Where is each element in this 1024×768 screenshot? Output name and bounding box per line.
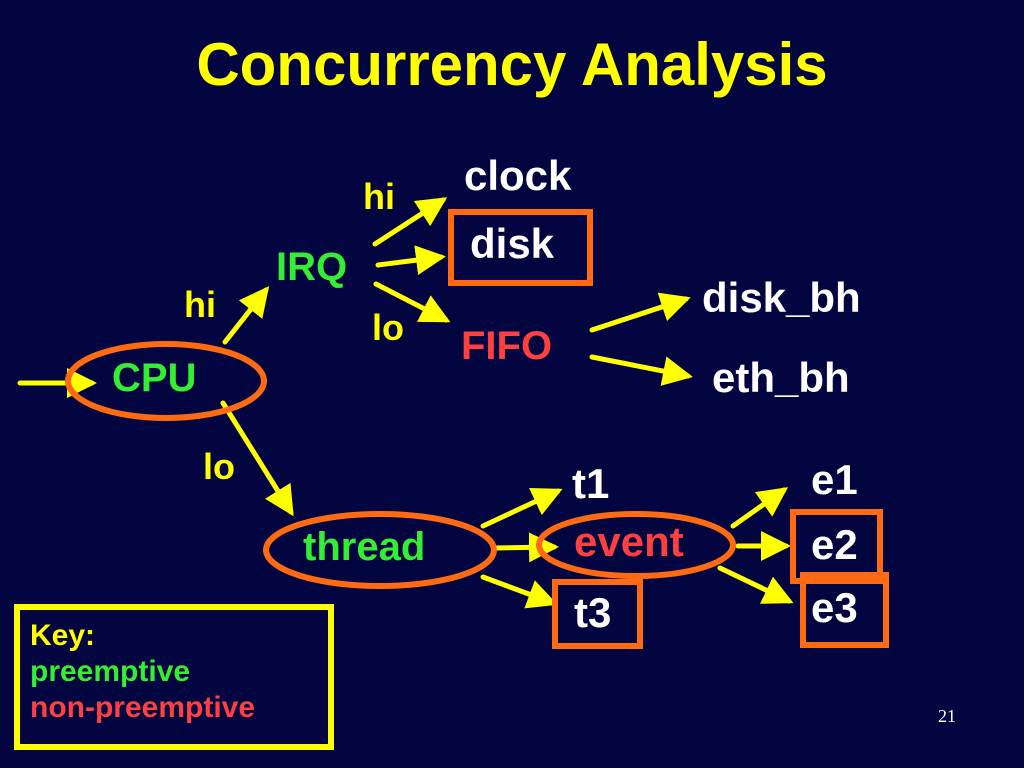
page-number: 21 bbox=[938, 706, 956, 726]
key-heading: Key: bbox=[30, 619, 96, 652]
edge-thread-t1 bbox=[480, 487, 563, 529]
node-disk-bh: disk_bh bbox=[702, 274, 861, 321]
e2-box bbox=[790, 509, 883, 584]
thread-ellipse bbox=[263, 511, 497, 589]
edge-label-irq-clock: hi bbox=[363, 176, 395, 217]
node-e3: e3 bbox=[811, 584, 858, 631]
edge-label-cpu-irq: hi bbox=[184, 284, 216, 325]
node-irq: IRQ bbox=[276, 245, 348, 289]
edge-irq-fifo bbox=[373, 281, 451, 323]
edge-cpu-irq bbox=[222, 286, 270, 345]
page-title: Concurrency Analysis bbox=[196, 31, 828, 98]
key-non-preemptive: non-preemptive bbox=[30, 691, 256, 724]
t3-box bbox=[552, 579, 643, 649]
node-event: event bbox=[574, 518, 684, 565]
edge-label-cpu-thread: lo bbox=[203, 446, 235, 487]
edge-event-e3 bbox=[717, 565, 794, 604]
edge-event-e1 bbox=[730, 487, 789, 529]
edge-cpu-thread bbox=[220, 400, 294, 517]
node-e2: e2 bbox=[811, 521, 858, 568]
node-clock: clock bbox=[464, 152, 572, 199]
edge-label-irq-fifo: lo bbox=[372, 307, 404, 348]
node-thread: thread bbox=[303, 525, 426, 569]
node-t1: t1 bbox=[572, 460, 610, 507]
node-e1: e1 bbox=[811, 456, 858, 503]
node-disk: disk bbox=[470, 220, 555, 267]
e3-box bbox=[800, 572, 889, 648]
edge-fifo-ethbh bbox=[589, 354, 693, 386]
node-cpu: CPU bbox=[112, 356, 197, 400]
event-ellipse bbox=[536, 511, 736, 579]
key-preemptive: preemptive bbox=[30, 655, 191, 688]
key-legend: Key: preemptive non-preemptive bbox=[14, 604, 334, 750]
edge-thread-event bbox=[493, 532, 559, 563]
node-t3: t3 bbox=[574, 589, 612, 636]
disk-box bbox=[448, 209, 593, 286]
edge-irq-disk bbox=[375, 245, 446, 276]
node-eth-bh: eth_bh bbox=[712, 354, 850, 401]
cpu-ellipse bbox=[65, 341, 267, 421]
edge-irq-clock bbox=[372, 197, 448, 247]
node-fifo: FIFO bbox=[461, 324, 553, 368]
edge-thread-t3 bbox=[480, 574, 558, 609]
edge-fifo-diskbh bbox=[589, 292, 691, 333]
